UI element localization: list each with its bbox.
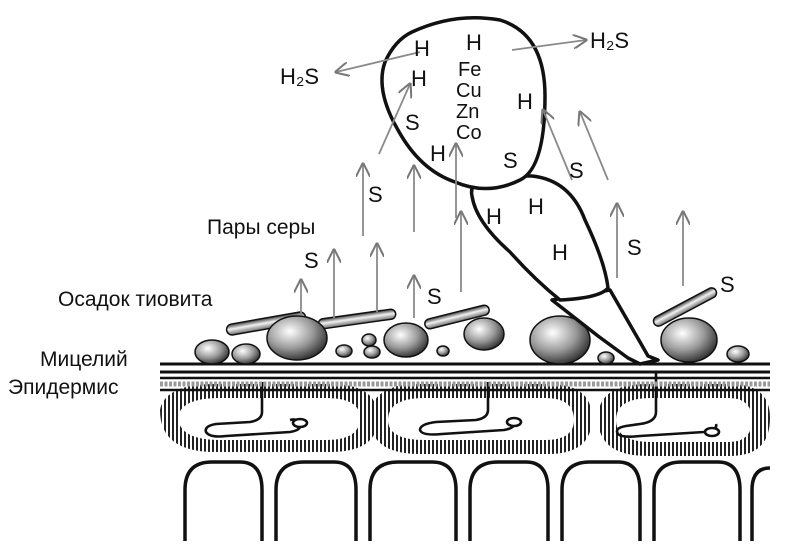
hydrogen-symbol: H bbox=[528, 194, 544, 219]
sulfur-symbol: S bbox=[503, 148, 518, 173]
sulfur-symbol: S bbox=[627, 235, 642, 260]
hydrogen-symbol: H bbox=[466, 30, 482, 55]
plant-cell bbox=[368, 460, 458, 541]
plant-cell bbox=[183, 460, 264, 541]
surface-layers bbox=[160, 362, 770, 392]
plant-cell bbox=[750, 466, 771, 541]
label-mycelium: Мицелий bbox=[40, 348, 128, 371]
plant-cell bbox=[560, 460, 642, 541]
sulfur-symbol: S bbox=[368, 182, 383, 207]
h2s-label-right: H₂S bbox=[590, 28, 629, 53]
deposit-sphere bbox=[597, 351, 615, 365]
conidium-top bbox=[380, 15, 547, 191]
deposit-sphere bbox=[335, 344, 353, 358]
plant-cell bbox=[652, 460, 742, 541]
metal-fe: Fe bbox=[458, 59, 481, 81]
label-thiovit-deposit: Осадок тиовита bbox=[58, 288, 213, 311]
deposit-sphere bbox=[231, 343, 261, 365]
vapor-arrow bbox=[580, 112, 609, 181]
deposit-sphere bbox=[529, 315, 591, 365]
sulfur-symbol: S bbox=[427, 284, 442, 309]
conidiophore-stalk bbox=[550, 288, 660, 366]
deposit-sphere bbox=[463, 317, 505, 351]
hydrogen-symbol: H bbox=[517, 89, 533, 114]
deposit-rod bbox=[424, 304, 490, 330]
haustorium bbox=[418, 382, 516, 436]
deposit-sphere bbox=[363, 345, 381, 359]
deposit-sphere bbox=[266, 315, 328, 361]
labels: Пары серы Осадок тиовита Мицелий Эпидерм… bbox=[8, 216, 315, 399]
hydrogen-symbol: H bbox=[486, 204, 502, 229]
deposit-rod bbox=[652, 287, 718, 327]
sulfur-symbol: S bbox=[405, 110, 420, 135]
deposit-sphere bbox=[361, 333, 377, 347]
plant-cell bbox=[274, 460, 358, 541]
epidermis-cell bbox=[598, 384, 770, 456]
vapor-arrow bbox=[543, 110, 573, 181]
metal-zn: Zn bbox=[456, 101, 479, 123]
deposit-sphere bbox=[436, 345, 450, 357]
h2s-arrow-right bbox=[511, 40, 586, 51]
hydrogen-symbol: H bbox=[552, 240, 568, 265]
sulfur-symbol: S bbox=[304, 248, 319, 273]
h2s-labels: H₂S H₂S bbox=[280, 28, 629, 89]
haustorium-tip bbox=[291, 417, 309, 429]
hydrogen-symbol: H bbox=[414, 36, 430, 61]
vapor-arrow bbox=[378, 84, 410, 155]
conidiophore bbox=[380, 15, 660, 366]
sulfur-symbol: S bbox=[720, 272, 735, 297]
label-epidermis: Эпидермис bbox=[8, 376, 118, 399]
deposit-sphere bbox=[383, 322, 429, 358]
label-sulfur-vapor: Пары серы bbox=[207, 216, 315, 239]
hydrogen-symbol: H bbox=[411, 66, 427, 91]
haustorium-tip bbox=[703, 426, 721, 438]
deposit-rod bbox=[317, 308, 397, 330]
hydrogen-symbols: H H H H H H H H bbox=[411, 30, 568, 265]
plant-cells bbox=[183, 460, 771, 541]
metal-cu: Cu bbox=[456, 80, 482, 102]
plant-cell bbox=[468, 460, 550, 541]
metal-co: Co bbox=[456, 122, 482, 144]
h2s-arrow-left bbox=[336, 51, 421, 72]
haustoria bbox=[204, 372, 721, 438]
h2s-label-left: H₂S bbox=[280, 64, 319, 89]
epidermis-cell bbox=[160, 384, 378, 452]
hydrogen-symbol: H bbox=[430, 141, 446, 166]
metals: Fe Cu Zn Co bbox=[456, 59, 482, 144]
deposit-sphere bbox=[194, 339, 230, 365]
sulfur-symbol: S bbox=[569, 158, 584, 183]
vapor-arrows bbox=[301, 40, 683, 318]
haustorium-tip bbox=[505, 416, 523, 428]
thiovit-deposit bbox=[194, 287, 750, 365]
sulfur-symbols: S S S S S S S S bbox=[304, 110, 735, 309]
deposit-sphere bbox=[726, 345, 750, 363]
deposit-sphere bbox=[660, 317, 718, 363]
